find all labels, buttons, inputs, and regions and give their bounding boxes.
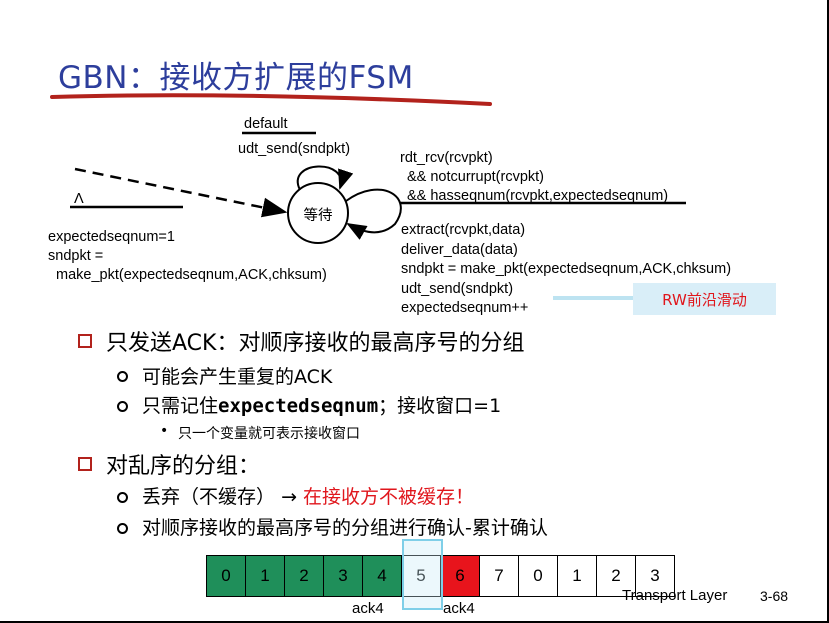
default-action: udt_send(sndpkt) — [238, 141, 350, 157]
self-action-2: deliver_data(data) — [401, 242, 518, 258]
small-dot-icon: • — [160, 423, 169, 439]
bullet-2-2: 对顺序接收的最高序号的分组进行确认-累计确认 — [142, 517, 548, 539]
bullet-1-2-1: 只一个变量就可表示接收窗口 — [178, 426, 360, 442]
bullet-2-1-prefix: 丢弃（不缓存） — [142, 486, 276, 508]
circle-bullet-icon — [117, 371, 128, 382]
init-arrow — [74, 167, 288, 218]
right-arrow-icon: → — [281, 486, 297, 508]
bullet-2: 对乱序的分组： — [106, 454, 261, 479]
self-event-2: && notcurrupt(rcvpkt) — [407, 169, 544, 185]
bullet-1: 只发送ACK：对顺序接收的最高序号的分组 — [106, 331, 525, 356]
bullet-1-2-suffix: ；接收窗口=1 — [378, 395, 502, 417]
seq-cell: 2 — [284, 555, 324, 597]
circle-bullet-icon — [117, 401, 128, 412]
seq-cell: 3 — [635, 555, 675, 597]
ack-label-right: ack4 — [443, 600, 475, 617]
seq-cell: 1 — [245, 555, 285, 597]
square-bullet-icon — [78, 457, 92, 471]
self-event-3: && hasseqnum(rcvpkt,expectedseqnum) — [407, 188, 668, 204]
init-action-2: sndpkt = — [48, 248, 103, 264]
top-self-loop — [296, 165, 354, 191]
square-bullet-icon — [78, 334, 92, 348]
bullet-2-1: 丢弃（不缓存） → 在接收方不被缓存！ — [142, 482, 474, 509]
rw-label: RW前沿滑动 — [633, 283, 776, 315]
lambda-symbol: Λ — [74, 191, 84, 207]
self-event-1: rdt_rcv(rcvpkt) — [400, 150, 493, 166]
receive-window-box — [402, 539, 443, 610]
seq-cell: 1 — [557, 555, 597, 597]
bullet-1-1: 可能会产生重复的ACK — [142, 366, 333, 388]
ack-label-left: ack4 — [352, 600, 384, 617]
wait-state — [287, 182, 349, 244]
footer-layer: Transport Layer — [622, 587, 728, 604]
rw-connector-line — [553, 296, 635, 300]
footer-page-number: 3-68 — [760, 588, 789, 604]
state-label: 等待 — [304, 206, 333, 224]
sequence-row: 0 1 2 3 4 5 6 7 0 1 2 3 — [206, 555, 675, 597]
self-action-1: extract(rcvpkt,data) — [401, 222, 525, 238]
title-underline — [50, 93, 492, 106]
seq-cell: 0 — [206, 555, 246, 597]
init-action-1: expectedseqnum=1 — [48, 229, 175, 245]
bullet-1-2: 只需记住expectedseqnum；接收窗口=1 — [142, 391, 501, 418]
seq-cell: 0 — [518, 555, 558, 597]
self-action-3: sndpkt = make_pkt(expectedseqnum,ACK,chk… — [401, 261, 731, 277]
seq-cell: 4 — [362, 555, 402, 597]
seq-cell: 3 — [323, 555, 363, 597]
right-self-loop — [345, 188, 402, 240]
default-event: default — [244, 116, 288, 132]
slide-title: GBN：接收方扩展的FSM — [58, 60, 414, 96]
self-action-4: udt_send(sndpkt) — [401, 281, 513, 297]
circle-bullet-icon — [117, 523, 128, 534]
self-action-5: expectedseqnum++ — [401, 300, 528, 316]
seq-cell: 2 — [596, 555, 636, 597]
bullet-1-2-code: expectedseqnum — [218, 395, 379, 417]
seq-cell: 5 — [401, 555, 441, 597]
bullet-2-1-red: 在接收方不被缓存！ — [303, 486, 475, 508]
seq-cell: 7 — [479, 555, 519, 597]
circle-bullet-icon — [117, 492, 128, 503]
init-action-3: make_pkt(expectedseqnum,ACK,chksum) — [56, 267, 327, 283]
seq-cell: 6 — [440, 555, 480, 597]
bullet-1-2-prefix: 只需记住 — [142, 395, 219, 417]
